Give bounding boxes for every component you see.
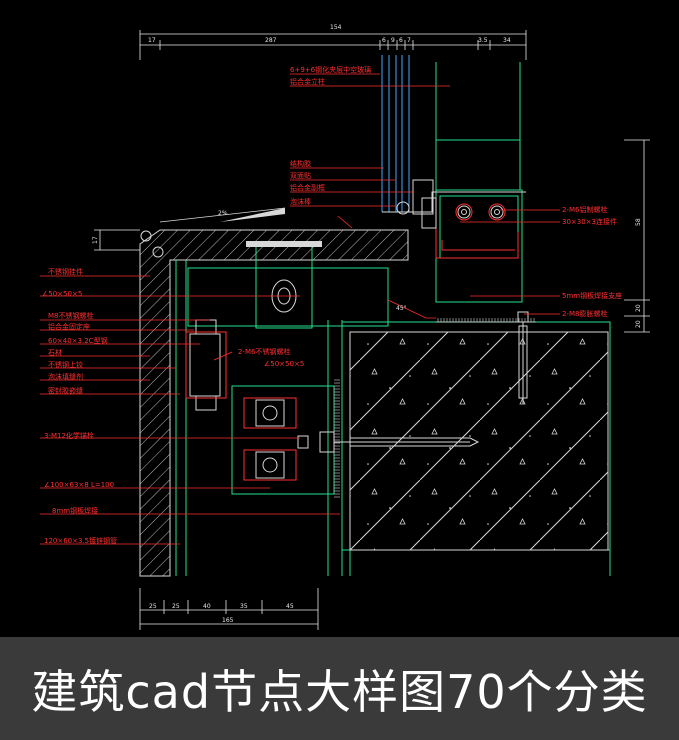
label-connector: 30×30×3连接件 <box>562 217 617 226</box>
top-dim-3: 6 <box>382 37 386 44</box>
label-chemical-anchor: 3-M12化学锚栓 <box>44 431 94 440</box>
cad-node-drawing: 154 17 287 6 9 6 7 3.5 34 <box>40 24 650 630</box>
label-steel-support: 5mm钢板焊接支座 <box>562 291 622 300</box>
aluminium-subframe <box>382 179 526 229</box>
top-dim-6: 7 <box>407 37 411 44</box>
label-foam-rod: 泡沫棒 <box>290 197 311 206</box>
concrete-slab <box>349 331 609 551</box>
right-dimension-chain <box>624 139 650 333</box>
expansion-bolt <box>517 311 529 404</box>
leader-lines <box>40 73 560 545</box>
top-dim-1: 17 <box>148 37 156 44</box>
stone-coping <box>139 207 409 577</box>
weld-serration <box>334 379 340 498</box>
top-dim-2: 287 <box>265 37 277 44</box>
top-dim-4: 9 <box>391 37 395 44</box>
mullion-frame-section <box>435 200 519 259</box>
label-angle-mid: ∠50×50×5 <box>264 360 304 368</box>
base-plate-teeth <box>437 318 535 322</box>
top-dim-8: 34 <box>503 37 511 44</box>
label-hook: 不锈钢挂件 <box>48 267 83 276</box>
label-mullion: 铝合金立柱 <box>290 77 325 86</box>
label-structural-sealant: 结构胶 <box>290 159 311 168</box>
right-dim-2: 20 <box>635 304 642 312</box>
right-dim-1: 58 <box>635 218 642 226</box>
top-dim-7: 3.5 <box>478 37 488 44</box>
left-dimension <box>94 229 140 251</box>
top-dim-5: 6 <box>399 37 403 44</box>
left-dim-1: 17 <box>92 236 99 244</box>
bottom-dim-3: 40 <box>203 603 211 610</box>
title-banner: 建筑cad节点大样图70个分类 <box>0 637 679 740</box>
bottom-dimension-chain <box>139 588 319 630</box>
bottom-dim-total: 165 <box>222 617 234 624</box>
label-stone: 石材 <box>48 348 62 357</box>
label-m6-bolt: 2-M6铝制螺栓 <box>562 205 607 214</box>
label-galvanized-tube: 120×60×3.5镀锌钢管 <box>44 536 117 545</box>
label-glass: 6+9+6钢化夹层中空玻璃 <box>290 65 371 74</box>
label-angle-50: ∠50×50×5 <box>42 290 82 298</box>
chemical-anchor <box>297 431 480 453</box>
aluminium-mullion <box>435 62 523 303</box>
bottom-dim-4: 35 <box>240 603 248 610</box>
label-foam-filler: 泡沫填缝剂 <box>48 372 83 381</box>
coping-plate <box>246 241 322 247</box>
label-angle-100: ∠100×63×8 L=100 <box>44 481 114 489</box>
label-sealant-joint: 密封胶嵌缝 <box>48 386 83 395</box>
label-upper-hinge: 不锈钢上铰 <box>48 360 83 369</box>
bottom-dim-2: 25 <box>172 603 180 610</box>
top-dimension-chain <box>139 30 527 60</box>
glass-pane <box>381 55 410 212</box>
label-m6-stainless: 2-M6不锈钢螺栓 <box>238 347 290 356</box>
angle-label: 45° <box>396 305 407 312</box>
label-double-tape: 双面贴 <box>290 171 311 180</box>
label-alu-seat: 铝合金固定座 <box>48 322 90 331</box>
bottom-dim-5: 45 <box>286 603 294 610</box>
banner-title: 建筑cad节点大样图70个分类 <box>31 664 648 719</box>
slope-label: 2% <box>218 210 228 217</box>
right-dim-3: 20 <box>635 320 642 328</box>
bottom-dim-1: 25 <box>149 603 157 610</box>
top-dim-total: 154 <box>330 24 342 31</box>
label-c-steel: 60×40×3.2C型钢 <box>48 336 108 345</box>
label-subframe: 铝合金副框 <box>290 183 325 192</box>
steel-bracket <box>175 243 611 576</box>
label-steel-plate: 8mm钢板焊接 <box>52 506 98 515</box>
label-m8-bolt: 2-M8膨胀螺栓 <box>562 309 607 318</box>
label-m8-stainless: M8不锈钢螺栓 <box>48 311 94 320</box>
bracket-bolts <box>189 319 285 479</box>
